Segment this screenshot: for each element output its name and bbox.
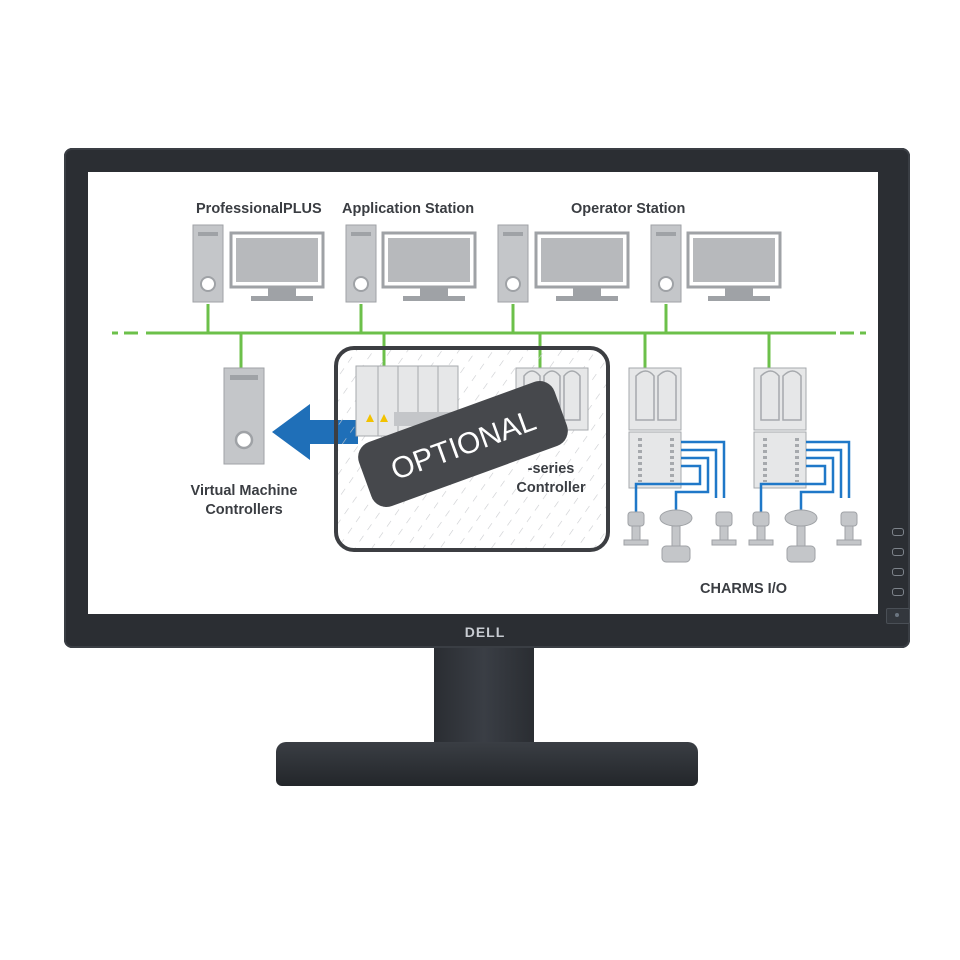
migration-arrow <box>272 404 358 460</box>
architecture-diagram: OPTIONAL <box>112 224 866 563</box>
monitor-screen: OPTIONAL <box>88 172 878 614</box>
monitor-button-4[interactable] <box>892 588 904 596</box>
label-professionalplus: ProfessionalPLUS <box>196 201 322 217</box>
label-virtual-machine: Virtual Machine Controllers <box>186 482 302 520</box>
power-led-icon <box>895 613 899 617</box>
field-devices <box>623 509 862 563</box>
io-wiring <box>634 440 851 512</box>
workstation-operator-1 <box>497 224 630 303</box>
workstation-operator-2 <box>650 224 782 303</box>
monitor-button-2[interactable] <box>892 548 904 556</box>
monitor-stand-neck <box>434 648 534 754</box>
dell-logo: DELL <box>464 624 506 640</box>
label-controller: -series Controller <box>506 460 596 498</box>
label-virtual-machine-line1: Virtual Machine <box>190 483 298 499</box>
workstation-professionalplus <box>192 224 325 303</box>
charms-carrier-2 <box>753 367 807 489</box>
optional-badge: OPTIONAL <box>358 380 568 508</box>
monitor-button-1[interactable] <box>892 528 904 536</box>
monitor-stand-base <box>276 742 698 786</box>
label-virtual-machine-line2: Controllers <box>205 502 283 518</box>
label-controller-line2: Controller <box>516 480 586 496</box>
monitor-button-3[interactable] <box>892 568 904 576</box>
label-controller-line1: -series <box>527 461 575 477</box>
charms-carrier-1 <box>628 367 682 489</box>
label-application-station: Application Station <box>342 201 475 217</box>
label-operator-station: Operator Station <box>571 201 686 217</box>
virtual-machine-server <box>223 367 265 465</box>
label-charms-io: CHARMS I/O <box>700 581 787 597</box>
workstation-application <box>345 224 477 303</box>
